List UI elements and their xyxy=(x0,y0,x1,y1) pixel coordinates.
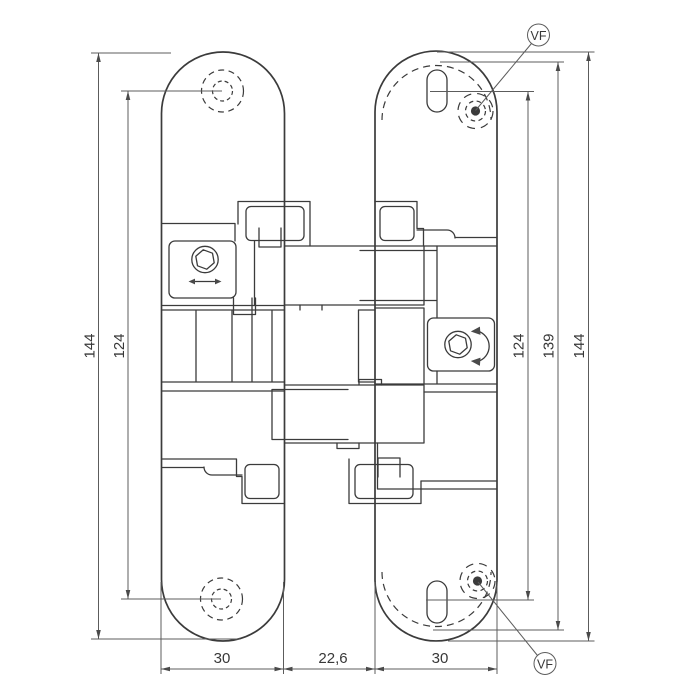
hex-adjustment-screw-right-icon xyxy=(444,330,472,359)
right-plate-outline xyxy=(374,50,498,642)
slot-hole-bottom-right xyxy=(426,580,448,624)
right-adjuster-block xyxy=(426,317,496,372)
hinge-mechanism xyxy=(161,200,498,505)
dimension-label-right-139: 139 xyxy=(541,333,558,358)
hidden-sleeve-arc-bottom xyxy=(381,571,492,628)
dimension-bottom-row: 30 22,6 30 xyxy=(160,582,498,674)
hidden-sleeve-arc-top xyxy=(381,64,492,121)
dimension-right-139: 139 xyxy=(433,61,564,631)
dimension-left-124: 124 xyxy=(111,90,222,600)
dimension-label-bottom-22-6: 22,6 xyxy=(318,650,347,667)
rotation-adjust-arrow-icon xyxy=(470,326,490,366)
dimension-right-144: 144 xyxy=(437,51,595,642)
left-adjuster-block xyxy=(168,240,237,299)
hex-adjustment-screw-left-icon xyxy=(191,245,219,274)
screw-top-right-icon xyxy=(457,92,494,130)
dimension-right-124: 124 xyxy=(426,91,534,601)
dimension-label-right-124: 124 xyxy=(511,333,528,358)
vf-callout-label-top: VF xyxy=(531,29,547,43)
vf-callout-bottom: VF xyxy=(477,581,557,675)
screw-bottom-right-icon xyxy=(459,562,496,600)
left-plate xyxy=(160,51,286,642)
dimension-left-144: 144 xyxy=(82,52,240,640)
horizontal-adjust-arrow-icon xyxy=(188,278,222,285)
left-plate-outline xyxy=(160,51,286,642)
dimension-label-bottom-30-left: 30 xyxy=(214,650,231,667)
dimension-label-left-144: 144 xyxy=(82,333,99,358)
dimension-label-left-124: 124 xyxy=(111,333,128,358)
right-plate xyxy=(374,50,498,642)
dimension-label-bottom-30-right: 30 xyxy=(432,650,449,667)
vf-callout-label-bottom: VF xyxy=(537,657,553,671)
dimension-label-right-144: 144 xyxy=(571,333,588,358)
vf-callout-top: VF xyxy=(475,23,550,111)
